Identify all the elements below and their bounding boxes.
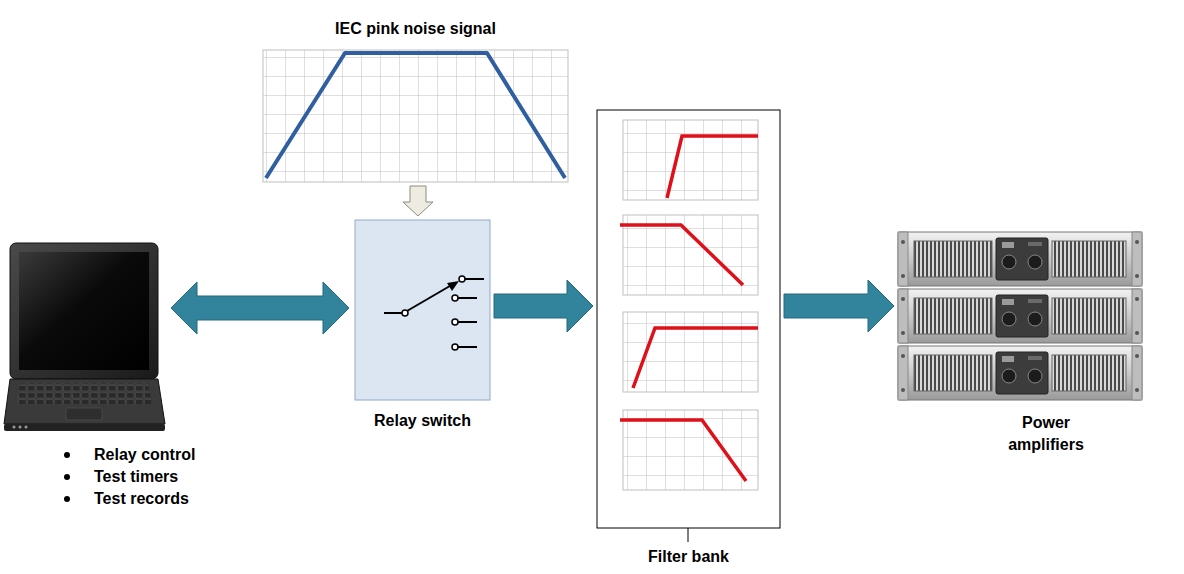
signal-chart: IEC pink noise signal [263, 50, 568, 182]
block-arrow [171, 282, 349, 334]
component-label: Relay switch [374, 410, 471, 432]
block-arrow [784, 280, 894, 332]
bullet-dot [64, 496, 70, 502]
relay-symbol [355, 220, 490, 400]
laptop-computer: Relay controlTest timersTest records [5, 240, 165, 432]
filter-charts [597, 110, 780, 542]
bullet-item: Test timers [94, 468, 178, 485]
bullet-item: Relay control [94, 446, 195, 463]
power-amplifiers: Power amplifiers [898, 232, 1142, 400]
chart-title: IEC pink noise signal [335, 18, 496, 40]
bullet-dot [64, 474, 70, 480]
bullet-row: Relay control [5, 444, 106, 466]
block-arrow [494, 280, 593, 332]
block-arrow [403, 186, 433, 216]
relay-switch: Relay switch [355, 220, 490, 400]
bullet-item: Test records [94, 490, 189, 507]
bullet-list: Relay controlTest timersTest records [5, 444, 106, 510]
component-label: Power amplifiers [991, 412, 1101, 455]
bullet-row: Test records [5, 488, 106, 510]
component-label: Filter bank [648, 546, 729, 568]
bullet-dot [64, 452, 70, 458]
pink-noise-chart [263, 50, 568, 182]
laptop-picture [4, 243, 165, 431]
amplifier-rack [898, 232, 1142, 400]
filter-bank: Filter bank [597, 110, 780, 528]
bullet-row: Test timers [5, 466, 106, 488]
